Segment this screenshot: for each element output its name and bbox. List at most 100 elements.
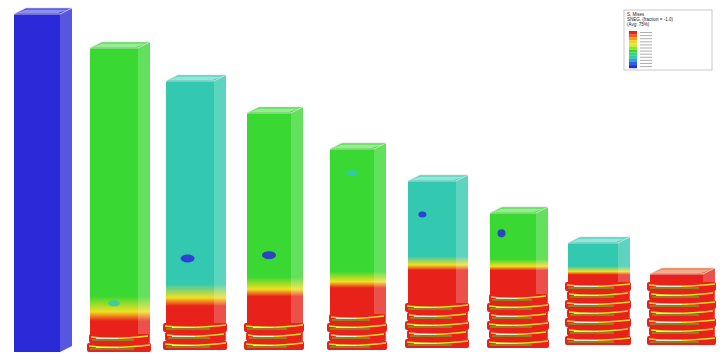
fold-crease bbox=[165, 325, 226, 327]
fold-crease bbox=[569, 293, 628, 295]
fold-crease bbox=[650, 306, 699, 307]
fold-crease bbox=[407, 305, 468, 307]
fold-band bbox=[327, 323, 387, 332]
legend-value-mark bbox=[640, 63, 652, 64]
fold-crease bbox=[570, 297, 614, 298]
fold-band bbox=[163, 341, 227, 350]
fold-band bbox=[487, 339, 549, 348]
crushed-tube bbox=[14, 8, 72, 352]
fold-crease bbox=[490, 327, 532, 328]
tube-top-rim bbox=[568, 237, 630, 243]
fold-crease bbox=[492, 318, 532, 319]
fold-band bbox=[246, 332, 302, 341]
fold-crease bbox=[496, 334, 518, 335]
fold-crease bbox=[414, 307, 437, 308]
fold-band bbox=[487, 321, 549, 330]
fold-crease bbox=[496, 316, 518, 317]
tube-opening bbox=[250, 109, 300, 113]
fold-band bbox=[405, 321, 469, 330]
fold-crease bbox=[649, 320, 715, 322]
legend-value-mark bbox=[640, 48, 652, 49]
fold-crease bbox=[489, 341, 548, 343]
fold-band bbox=[329, 314, 385, 323]
legend-value-mark bbox=[640, 60, 652, 61]
fold-band bbox=[567, 291, 629, 300]
stress-spot bbox=[262, 251, 276, 259]
fold-crease bbox=[330, 329, 370, 330]
fold-crease bbox=[656, 286, 682, 287]
fold-crease bbox=[496, 307, 518, 308]
fold-band bbox=[649, 327, 714, 336]
fold-crease bbox=[491, 314, 546, 316]
fold-crease bbox=[650, 288, 699, 289]
fold-crease bbox=[567, 338, 630, 340]
legend-color-step bbox=[629, 37, 637, 40]
fold-crease bbox=[656, 304, 682, 305]
tube-top-rim bbox=[247, 107, 303, 113]
tube-opening bbox=[653, 270, 712, 274]
tube-front-face bbox=[90, 48, 138, 352]
fold-crease bbox=[329, 343, 386, 345]
fold-crease bbox=[96, 347, 119, 348]
fold-crease bbox=[649, 284, 715, 286]
fold-band bbox=[649, 309, 714, 318]
fold-crease bbox=[249, 338, 287, 339]
fold-crease bbox=[332, 320, 370, 321]
crushed-tube bbox=[647, 268, 716, 345]
fold-crease bbox=[569, 329, 628, 331]
fold-crease bbox=[649, 302, 715, 304]
fold-band bbox=[327, 341, 387, 350]
fold-crease bbox=[574, 313, 598, 314]
legend-color-step bbox=[629, 34, 637, 37]
contour-legend bbox=[624, 10, 712, 70]
fold-crease bbox=[651, 329, 713, 331]
fold-band bbox=[329, 332, 385, 341]
fold-crease bbox=[172, 336, 195, 337]
fold-crease bbox=[656, 313, 682, 314]
tube-opening bbox=[493, 209, 545, 213]
fold-crease bbox=[568, 288, 614, 289]
fold-crease bbox=[651, 293, 713, 295]
fold-band bbox=[244, 341, 304, 350]
tube-front-face bbox=[247, 113, 291, 350]
fold-crease bbox=[574, 304, 598, 305]
fold-crease bbox=[496, 298, 518, 299]
fold-band bbox=[405, 339, 469, 348]
fold-band bbox=[87, 343, 151, 352]
fold-band bbox=[489, 312, 547, 321]
tube-opening bbox=[169, 77, 223, 81]
tube-front-face bbox=[166, 81, 214, 350]
fold-band bbox=[647, 336, 716, 345]
tube-opening bbox=[571, 239, 627, 243]
fold-crease bbox=[172, 327, 195, 328]
legend-value-mark bbox=[640, 32, 652, 33]
legend-value-mark bbox=[640, 35, 652, 36]
legend-value-mark bbox=[640, 38, 652, 39]
fold-crease bbox=[336, 327, 356, 328]
legend-value-mark bbox=[640, 54, 652, 55]
fold-crease bbox=[336, 336, 356, 337]
legend-color-step bbox=[629, 43, 637, 46]
fold-crease bbox=[166, 347, 210, 348]
fold-band bbox=[567, 327, 629, 336]
fold-crease bbox=[569, 311, 628, 313]
fold-band bbox=[165, 332, 225, 341]
fold-crease bbox=[90, 349, 134, 350]
tube-side-shade bbox=[138, 42, 150, 352]
fold-crease bbox=[336, 345, 356, 346]
legend-value-mark bbox=[640, 66, 652, 67]
legend-color-step bbox=[629, 50, 637, 53]
fold-crease bbox=[492, 336, 532, 337]
fold-crease bbox=[489, 323, 548, 325]
crushed-tube bbox=[565, 237, 631, 345]
tube-side-face bbox=[138, 42, 150, 352]
fold-crease bbox=[408, 327, 452, 328]
tube-opening bbox=[411, 177, 465, 181]
tube-side-face bbox=[291, 107, 303, 350]
fold-band bbox=[649, 291, 714, 300]
fold-crease bbox=[409, 314, 466, 316]
fold-crease bbox=[336, 318, 356, 319]
fold-crease bbox=[490, 309, 532, 310]
